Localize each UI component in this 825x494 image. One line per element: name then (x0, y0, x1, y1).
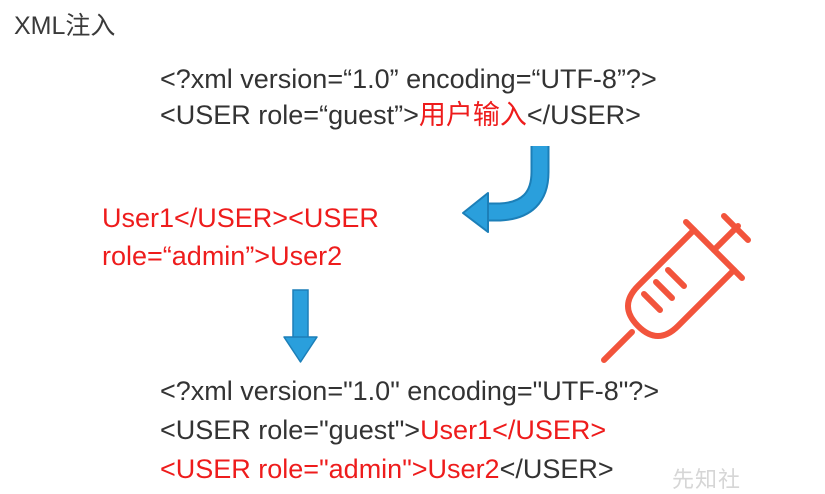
template-user-close-tag: </USER> (526, 100, 641, 130)
result-xml-declaration: <?xml version="1.0" encoding="UTF-8"?> (160, 376, 660, 406)
payload-line-2: role=“admin”>User2 (102, 241, 343, 271)
slide-title: XML注入 (14, 12, 116, 40)
down-arrow-icon (283, 289, 318, 363)
result-injected-admin: <USER role="admin">User2 (160, 454, 500, 484)
template-user-open-tag: <USER role=“guest”> (160, 100, 419, 130)
watermark-text: 先知社 (672, 467, 742, 492)
payload-line-1: User1</USER><USER (102, 203, 379, 233)
syringe-icon (601, 213, 751, 363)
result-injected-close: User1</USER> (420, 415, 607, 445)
template-xml-declaration: <?xml version=“1.0” encoding=“UTF-8”?> (160, 64, 657, 94)
result-admin-element: <USER role="admin">User2</USER> (160, 456, 614, 483)
result-guest-open-tag: <USER role="guest"> (160, 415, 421, 445)
result-admin-close-tag: </USER> (499, 454, 614, 484)
template-user-input-placeholder: 用户输入 (418, 100, 527, 130)
template-user-element: <USER role=“guest”>用户输入</USER> (160, 102, 641, 129)
result-guest-element: <USER role="guest">User1</USER> (160, 417, 606, 444)
curved-arrow-icon (462, 146, 550, 233)
